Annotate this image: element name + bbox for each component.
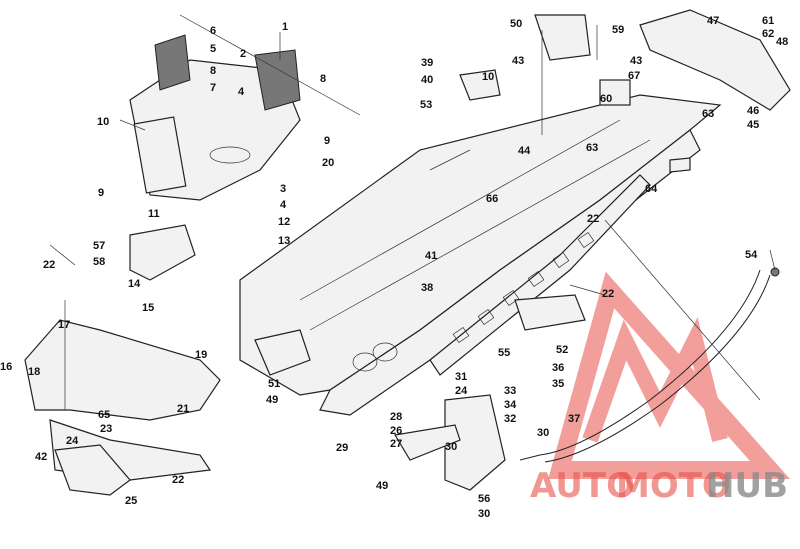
callout-38: 38	[421, 282, 433, 294]
callout-57: 57	[93, 240, 105, 252]
callout-49: 49	[376, 480, 388, 492]
callout-28: 28	[390, 411, 402, 423]
rear-rail	[519, 267, 780, 463]
watermark-logo-icon	[548, 271, 791, 479]
callout-34: 34	[504, 399, 517, 411]
callout-50: 50	[510, 18, 522, 30]
callout-35: 35	[552, 378, 564, 390]
footrest-brace	[254, 294, 586, 491]
callout-66: 66	[486, 193, 498, 205]
callout-15: 15	[142, 302, 154, 314]
callout-62: 62	[762, 28, 774, 40]
callout-17: 17	[58, 319, 70, 331]
callout-52: 52	[556, 344, 568, 356]
tunnel-assembly	[239, 94, 722, 416]
callout-2: 2	[240, 48, 246, 60]
callout-14: 14	[128, 278, 141, 290]
callout-31: 31	[455, 371, 467, 383]
callout-22: 22	[43, 259, 55, 271]
callout-24: 24	[66, 435, 79, 447]
callout-37: 37	[568, 413, 580, 425]
callout-54: 54	[745, 249, 758, 261]
callout-5: 5	[210, 43, 216, 55]
callout-43: 43	[512, 55, 524, 67]
callout-18: 18	[28, 366, 40, 378]
callout-46: 46	[747, 105, 759, 117]
watermark-word-auto: AUTO	[530, 466, 635, 506]
callout-40: 40	[421, 74, 433, 86]
callout-48: 48	[776, 36, 788, 48]
callout-21: 21	[177, 403, 189, 415]
callout-22: 22	[172, 474, 184, 486]
callout-64: 64	[645, 183, 658, 195]
callout-58: 58	[93, 256, 105, 268]
callout-8: 8	[320, 73, 326, 85]
callout-24: 24	[455, 385, 468, 397]
callout-44: 44	[518, 145, 531, 157]
callout-22: 22	[587, 213, 599, 225]
callout-3: 3	[280, 183, 286, 195]
callout-13: 13	[278, 235, 290, 247]
callout-27: 27	[390, 438, 402, 450]
callout-43: 43	[630, 55, 642, 67]
front-frame	[24, 224, 221, 496]
leader-lines	[49, 14, 776, 410]
callout-55: 55	[498, 347, 510, 359]
callout-33: 33	[504, 385, 516, 397]
callout-63: 63	[586, 142, 598, 154]
callout-30: 30	[445, 441, 457, 453]
callout-29: 29	[336, 442, 348, 454]
callout-36: 36	[552, 362, 564, 374]
callout-42: 42	[35, 451, 47, 463]
callout-6: 6	[210, 25, 216, 37]
callout-45: 45	[747, 119, 759, 131]
callout-4: 4	[280, 199, 287, 211]
callout-61: 61	[762, 15, 774, 27]
callout-41: 41	[425, 250, 437, 262]
callout-39: 39	[421, 57, 433, 69]
front-bulkhead	[129, 34, 301, 201]
callout-10: 10	[482, 71, 494, 83]
callout-labels: 1 2 3 4 4 5 6 7 8 8 9 9 10 10 11 12 13 1…	[0, 15, 788, 520]
callout-10: 10	[97, 116, 109, 128]
callout-49: 49	[266, 394, 278, 406]
callout-47: 47	[707, 15, 719, 27]
watermark-word-hub: HUB	[706, 466, 788, 506]
callout-8: 8	[210, 65, 216, 77]
watermark-text: AUTO MOTO HUB	[530, 466, 788, 506]
callout-23: 23	[100, 423, 112, 435]
callout-32: 32	[504, 413, 516, 425]
callout-60: 60	[600, 93, 612, 105]
callout-30: 30	[537, 427, 549, 439]
callout-7: 7	[210, 82, 216, 94]
callout-4: 4	[238, 86, 245, 98]
callout-25: 25	[125, 495, 137, 507]
callout-20: 20	[322, 157, 334, 169]
callout-22: 22	[602, 288, 614, 300]
callout-65: 65	[98, 409, 110, 421]
callout-63: 63	[702, 108, 714, 120]
watermark-word-moto: MOTO	[616, 466, 731, 506]
callout-26: 26	[390, 425, 402, 437]
callout-1: 1	[282, 21, 288, 33]
callout-19: 19	[195, 349, 207, 361]
callout-9: 9	[324, 135, 330, 147]
callout-12: 12	[278, 216, 290, 228]
rear-bumper	[459, 9, 791, 173]
callout-53: 53	[420, 99, 432, 111]
callout-9: 9	[98, 187, 104, 199]
callout-16: 16	[0, 361, 12, 373]
callout-11: 11	[148, 208, 160, 220]
callout-56: 56	[478, 493, 490, 505]
callout-59: 59	[612, 24, 624, 36]
callout-51: 51	[268, 378, 280, 390]
callout-67: 67	[628, 70, 640, 82]
callout-30: 30	[478, 508, 490, 520]
